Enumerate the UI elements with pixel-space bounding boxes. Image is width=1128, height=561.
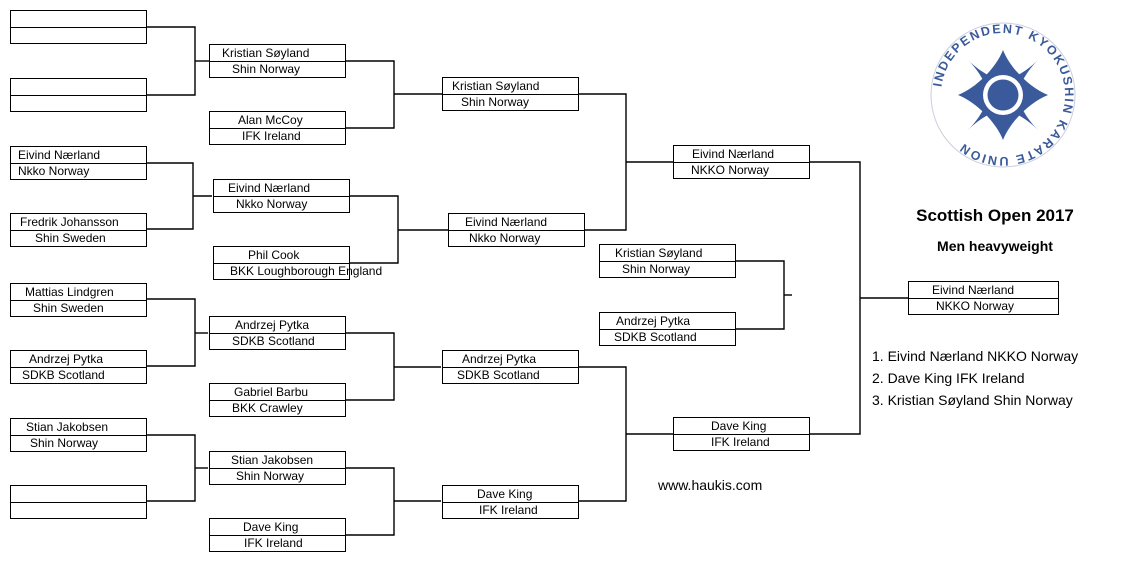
bracket-slot-bronze-2: Andrzej Pytka SDKB Scotland bbox=[599, 312, 736, 346]
competitor-team: Shin Norway bbox=[232, 62, 301, 76]
competitor-team: IFK Ireland bbox=[244, 536, 303, 550]
competitor-name: Phil Cook bbox=[248, 248, 300, 262]
competitor-team: NKKO Norway bbox=[936, 299, 1015, 313]
bracket-slot-quarterfinal-2: Eivind Nærland Nkko Norway bbox=[448, 213, 585, 247]
competitor-name: Mattias Lindgren bbox=[25, 285, 114, 299]
competitor-name: Fredrik Johansson bbox=[20, 215, 119, 229]
competitor-team: IFK Ireland bbox=[711, 435, 770, 449]
competitor-name: Eivind Nærland bbox=[692, 147, 775, 161]
competitor-name: Eivind Nærland bbox=[228, 181, 311, 195]
bracket-slot-round2-4: Phil Cook BKK Loughborough England bbox=[213, 246, 383, 280]
competitor-team: SDKB Scotland bbox=[457, 368, 540, 382]
page-title: Scottish Open 2017 bbox=[916, 206, 1074, 225]
competitor-team: SDKB Scotland bbox=[232, 334, 315, 348]
bracket-slot-round2-7: Stian Jakobsen Shin Norway bbox=[209, 451, 346, 485]
bracket-slot-round1-1 bbox=[10, 10, 147, 44]
competitor-team: IFK Ireland bbox=[242, 129, 301, 143]
competitor-name: Kristian Søyland bbox=[452, 79, 540, 93]
bracket-slot-round1-8 bbox=[10, 485, 147, 519]
competitor-name: Andrzej Pytka bbox=[29, 352, 104, 366]
bracket-slot-round2-6: Gabriel Barbu BKK Crawley bbox=[209, 383, 346, 417]
competitor-team: Nkko Norway bbox=[469, 231, 541, 245]
competitor-team: Nkko Norway bbox=[236, 197, 308, 211]
competitor-name: Kristian Søyland bbox=[615, 246, 703, 260]
bracket-slot-round2-2: Alan McCoy IFK Ireland bbox=[209, 111, 346, 145]
competitor-name: Andrzej Pytka bbox=[616, 314, 691, 328]
competitor-team: BKK Crawley bbox=[232, 401, 303, 415]
website-link[interactable]: www.haukis.com bbox=[658, 477, 763, 493]
bracket-slot-round2-5: Andrzej Pytka SDKB Scotland bbox=[209, 316, 346, 350]
bracket-slot-quarterfinal-3: Andrzej Pytka SDKB Scotland bbox=[442, 350, 579, 384]
competitor-name: Alan McCoy bbox=[238, 113, 303, 127]
competitor-team: BKK Loughborough England bbox=[230, 264, 383, 278]
competitor-team: SDKB Scotland bbox=[614, 330, 697, 344]
bracket-slot-round2-3: Eivind Nærland Nkko Norway bbox=[213, 179, 350, 213]
kyokushin-union-logo: INDEPENDENT KYOKUSHIN KARATE UNION bbox=[928, 20, 1078, 175]
competitor-team: IFK Ireland bbox=[479, 503, 538, 517]
bracket-slot-semifinal-2: Dave King IFK Ireland bbox=[673, 417, 810, 451]
competitor-name: Dave King bbox=[711, 419, 767, 433]
competitor-team: Nkko Norway bbox=[18, 164, 90, 178]
bracket-slot-champion: Eivind Nærland NKKO Norway bbox=[908, 281, 1059, 315]
competitor-team: NKKO Norway bbox=[691, 163, 770, 177]
competitor-name: Stian Jakobsen bbox=[231, 453, 314, 467]
competitor-name: Gabriel Barbu bbox=[234, 385, 309, 399]
result-second-place: 2. Dave King IFK Ireland bbox=[872, 370, 1025, 386]
competitor-name: Dave King bbox=[477, 487, 533, 501]
competitor-team: Shin Sweden bbox=[33, 301, 104, 315]
competitor-name: Dave King bbox=[243, 520, 299, 534]
competitor-name: Eivind Nærland bbox=[18, 148, 101, 162]
competitor-name: Eivind Nærland bbox=[465, 215, 548, 229]
result-third-place: 3. Kristian Søyland Shin Norway bbox=[872, 392, 1073, 408]
bracket-slot-round2-1: Kristian Søyland Shin Norway bbox=[209, 44, 346, 78]
bracket-slot-round1-6: Andrzej Pytka SDKB Scotland bbox=[10, 350, 147, 384]
page-subtitle: Men heavyweight bbox=[937, 238, 1053, 254]
competitor-name: Stian Jakobsen bbox=[26, 420, 109, 434]
bracket-slot-round2-8: Dave King IFK Ireland bbox=[209, 518, 346, 552]
competitor-team: Shin Norway bbox=[461, 95, 530, 109]
competitor-name: Kristian Søyland bbox=[222, 46, 310, 60]
bracket-slot-quarterfinal-4: Dave King IFK Ireland bbox=[442, 485, 579, 519]
competitor-team: Shin Norway bbox=[30, 436, 99, 450]
competitor-team: SDKB Scotland bbox=[22, 368, 105, 382]
bracket-slot-round1-7: Stian Jakobsen Shin Norway bbox=[10, 418, 147, 452]
competitor-team: Shin Norway bbox=[236, 469, 305, 483]
bracket-slot-bronze-1: Kristian Søyland Shin Norway bbox=[599, 244, 736, 278]
competitor-name: Eivind Nærland bbox=[932, 283, 1015, 297]
bracket-slot-round1-5: Mattias Lindgren Shin Sweden bbox=[10, 283, 147, 317]
bracket-slot-round1-2 bbox=[10, 78, 147, 112]
competitor-team: Shin Sweden bbox=[35, 231, 106, 245]
competitor-team: Shin Norway bbox=[622, 262, 691, 276]
bracket-slot-quarterfinal-1: Kristian Søyland Shin Norway bbox=[442, 77, 579, 111]
result-first-place: 1. Eivind Nærland NKKO Norway bbox=[872, 348, 1079, 364]
bracket-slot-round1-4: Fredrik Johansson Shin Sweden bbox=[10, 213, 147, 247]
competitor-name: Andrzej Pytka bbox=[235, 318, 310, 332]
bracket-slot-round1-3: Eivind Nærland Nkko Norway bbox=[10, 146, 147, 180]
bracket-slot-semifinal-1: Eivind Nærland NKKO Norway bbox=[673, 145, 810, 179]
competitor-name: Andrzej Pytka bbox=[462, 352, 537, 366]
